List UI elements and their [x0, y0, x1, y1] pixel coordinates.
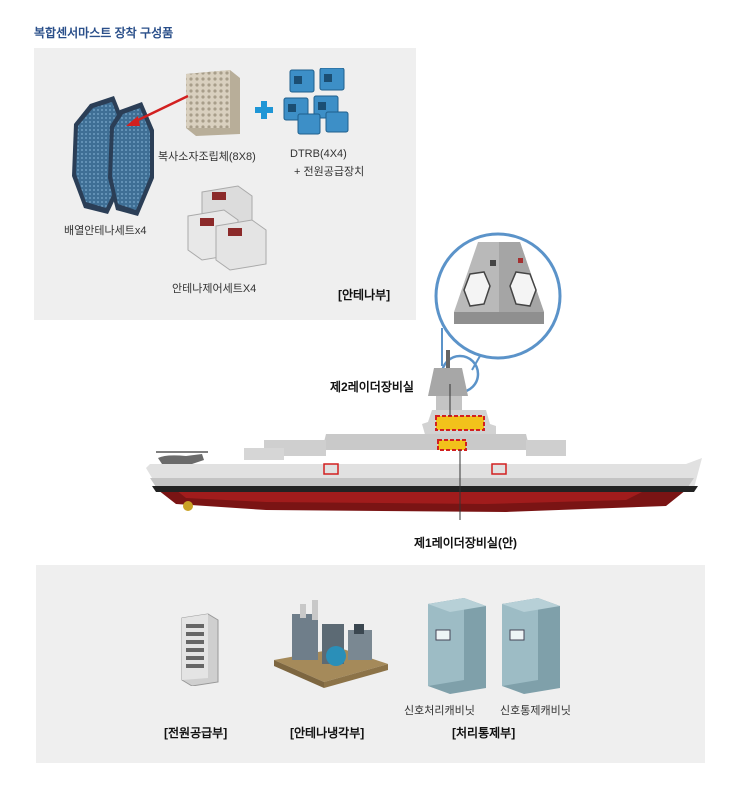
signal-cabinet-label: 신호처리캐비닛	[404, 705, 475, 717]
array-antenna-label: 배열안테나세트x4	[64, 225, 147, 237]
radar-room-1-label: 제1레이더장비실(안)	[414, 536, 517, 550]
power-supply-illustration	[181, 613, 219, 686]
plus-icon	[255, 101, 273, 119]
assembly-arrow-icon	[126, 94, 189, 126]
mast-zoom-illustration	[434, 232, 562, 394]
dtrb-label-line1: DTRB(4X4)	[290, 148, 347, 160]
antenna-section-label: [안테나부]	[338, 288, 391, 302]
signal-processing-cabinet-illustration	[428, 598, 486, 694]
ship-illustration	[146, 350, 702, 520]
radiator-label: 복사소자조립체(8X8)	[158, 151, 256, 163]
page-title: 복합센서마스트 장착 구성품	[34, 26, 174, 40]
signal-control-cabinet-illustration	[502, 598, 560, 694]
processing-section-label: [처리통제부]	[452, 726, 516, 740]
dtrb-label-line2: + 전원공급장치	[294, 166, 365, 178]
cooling-unit-illustration	[274, 600, 388, 688]
cooling-section-label: [안테나냉각부]	[290, 726, 365, 740]
dtrb-module-illustration	[283, 68, 349, 135]
radiator-assembly-illustration	[186, 70, 240, 136]
control-cabinet-label: 신호통제캐비닛	[500, 705, 571, 717]
array-antenna-illustration	[72, 96, 154, 216]
antenna-control-label: 안테나제어세트X4	[172, 283, 257, 295]
antenna-control-illustration	[187, 185, 267, 271]
radar-room-2-label: 제2레이더장비실	[330, 380, 414, 394]
power-section-label: [전원공급부]	[164, 726, 228, 740]
